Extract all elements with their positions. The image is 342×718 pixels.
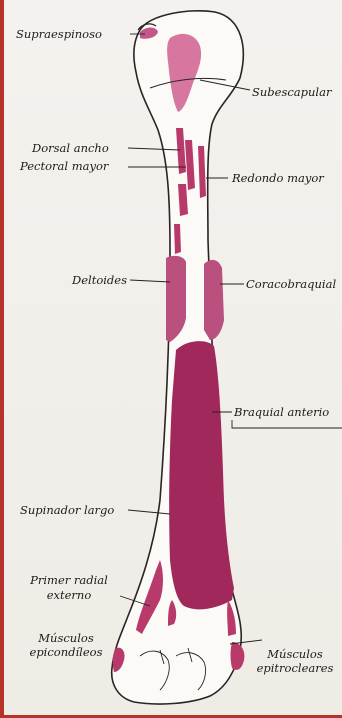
label-pectoral-mayor: Pectoral mayor: [20, 160, 108, 172]
label-epitrocleares-line1: Músculos: [248, 648, 342, 660]
epitrocleares-insertion: [231, 642, 245, 670]
leader-braquial-underline: [232, 420, 342, 428]
label-primer-radial-line1: Primer radial: [14, 574, 124, 586]
leader-deltoides: [130, 280, 170, 282]
label-epicondileos-line1: Músculos: [18, 632, 114, 644]
label-supinador-largo: Supinador largo: [20, 504, 114, 516]
label-supraespinoso: Supraespinoso: [16, 28, 102, 40]
label-epicondileos-line2: epicondíleos: [18, 646, 114, 658]
label-epitrocleares-line2: epitrocleares: [248, 662, 342, 674]
label-dorsal-ancho: Dorsal ancho: [32, 142, 109, 154]
label-coracobraquial: Coracobraquial: [246, 278, 336, 290]
coracobraquial-upper-insertion: [174, 224, 181, 254]
label-redondo-mayor: Redondo mayor: [232, 172, 324, 184]
label-musculos-epitrocleares: Músculos epitrocleares: [248, 648, 342, 674]
label-musculos-epicondileos: Músculos epicondíleos: [18, 632, 114, 658]
label-braquial-anterior: Braquial anterio: [234, 406, 329, 418]
label-primer-radial-externo: Primer radial externo: [14, 574, 124, 601]
label-deltoides: Deltoides: [72, 274, 127, 286]
braquial-anterior-insertion: [169, 341, 234, 609]
coracobraquial-insertion: [204, 260, 224, 340]
label-subescapular: Subescapular: [252, 86, 331, 98]
label-primer-radial-line2: externo: [14, 589, 124, 601]
